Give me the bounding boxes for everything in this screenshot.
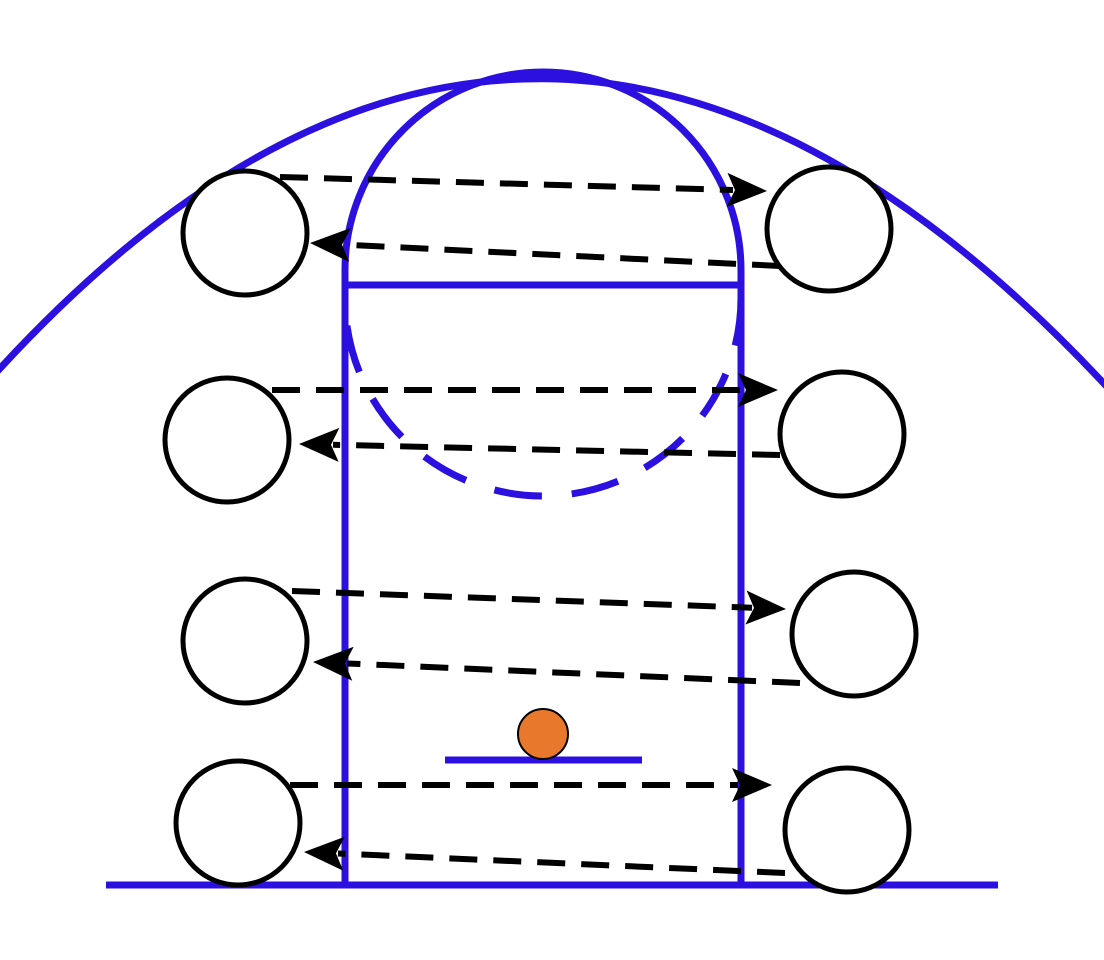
pass-arrow-row3-left-to-right <box>291 588 786 625</box>
pass-line <box>337 850 786 876</box>
free-throw-circle-top <box>341 68 745 285</box>
player-left-1 <box>180 168 310 298</box>
pass-line <box>279 174 734 194</box>
player-left-4 <box>173 758 303 888</box>
arrowhead-icon <box>732 768 772 802</box>
arrowhead-icon <box>726 172 767 207</box>
arrowhead-icon <box>310 227 351 262</box>
free-throw-circle-bottom-dashed <box>341 297 745 500</box>
players <box>162 164 919 895</box>
pass-line <box>291 588 753 611</box>
pass-line <box>343 241 781 269</box>
player-right-4 <box>782 765 912 895</box>
pass-line <box>346 660 801 686</box>
arrowhead-icon <box>738 373 778 407</box>
player-right-2 <box>777 369 907 499</box>
half-court <box>0 68 1104 889</box>
pass-line <box>332 441 781 458</box>
arrowhead-icon <box>304 836 345 871</box>
player-left-3 <box>180 576 310 706</box>
pass-arrow-row1-left-to-right <box>279 172 767 207</box>
ball-icon <box>517 708 569 760</box>
arrowhead-icon <box>299 427 340 462</box>
pass-arrow-row2-right-to-left <box>299 427 781 462</box>
pass-arrow-row2-left-to-right <box>272 373 778 407</box>
arrowhead-icon <box>745 590 786 625</box>
passes <box>272 172 801 876</box>
pass-arrow-row3-right-to-left <box>313 646 801 686</box>
player-right-1 <box>764 164 894 294</box>
player-right-3 <box>789 569 919 699</box>
player-left-2 <box>162 375 292 505</box>
pass-arrow-row4-right-to-left <box>304 836 786 876</box>
arrowhead-icon <box>313 646 354 681</box>
three-point-arc <box>0 75 1104 389</box>
pass-arrow-row4-left-to-right <box>290 768 772 802</box>
pass-arrow-row1-right-to-left <box>310 227 781 269</box>
